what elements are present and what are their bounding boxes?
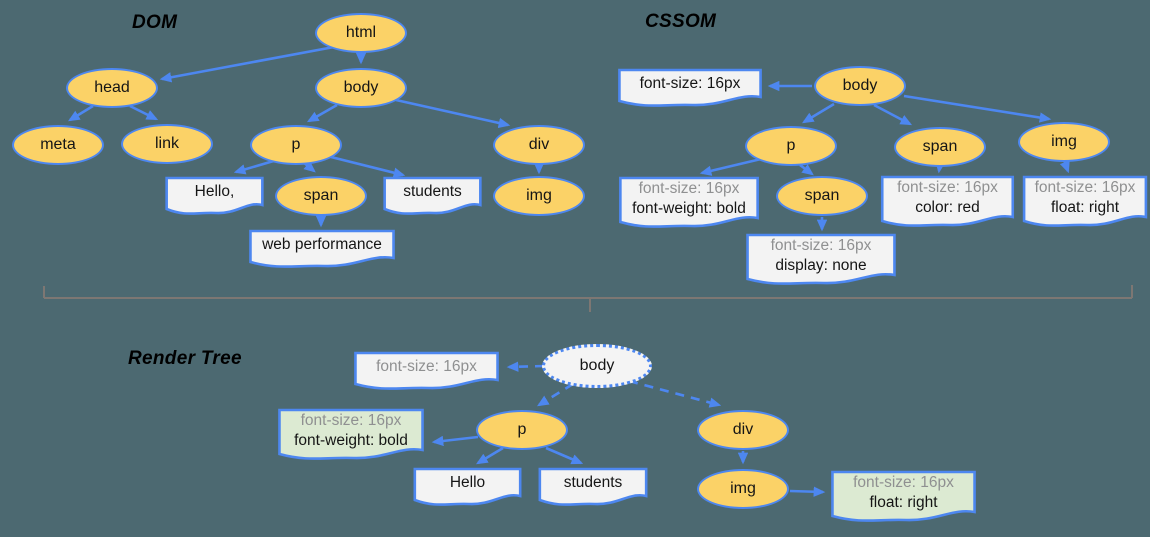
section-divider (43, 285, 1133, 312)
render-tree-arrows (431, 361, 826, 497)
css-rule: font-size: 16px (300, 411, 402, 429)
dom-node-body: body (315, 68, 407, 108)
document-shape (277, 408, 425, 463)
css-rule: font-size: 16px (376, 358, 477, 375)
dom-tree-arrows (68, 45, 545, 228)
render-styles-p: font-size: 16px font-weight: bold (277, 408, 425, 463)
cssom-rules-span-in-p: font-size: 16px display: none (745, 233, 897, 288)
css-rule: font-size: 16px (639, 75, 741, 92)
document-shape (880, 175, 1015, 230)
cssom-node-body: body (814, 66, 906, 106)
cssom-node-span-in-p: span (776, 176, 868, 216)
render-textnode-students: students (538, 467, 648, 509)
cssom-rules-p: font-size: 16px font-weight: bold (618, 176, 760, 231)
document-shape (383, 176, 482, 218)
dom-textnode-hello: Hello, (165, 176, 264, 218)
document-shape (353, 351, 500, 393)
dom-section-title: DOM (132, 12, 178, 33)
cssom-rules-img: font-size: 16px float: right (1022, 175, 1148, 230)
css-rule: font-size: 16px (897, 178, 998, 196)
render-node-p: p (476, 410, 568, 450)
document-shape (1022, 175, 1148, 230)
document-shape (248, 229, 396, 271)
document-shape (617, 68, 763, 110)
cssom-tree-arrows (699, 80, 1070, 232)
cssom-rules-body: font-size: 16px (617, 68, 763, 110)
dom-textnode-web-performance: web performance (248, 229, 396, 271)
dom-node-head: head (66, 68, 158, 108)
render-node-body: body (542, 344, 652, 388)
text-label: web performance (262, 236, 382, 253)
render-node-img: img (697, 469, 789, 509)
document-shape (538, 467, 648, 509)
dom-node-html: html (315, 13, 407, 53)
document-shape (413, 467, 522, 509)
text-label: students (403, 183, 462, 200)
dom-node-span: span (275, 176, 367, 216)
document-shape (830, 470, 977, 525)
css-rule: font-size: 16px (853, 473, 954, 491)
document-shape (745, 233, 897, 288)
render-styles-img: font-size: 16px float: right (830, 470, 977, 525)
dom-textnode-students: students (383, 176, 482, 218)
text-label: Hello, (194, 183, 235, 200)
render-section-title: Render Tree (128, 348, 242, 369)
render-styles-body: font-size: 16px (353, 351, 500, 393)
render-node-div: div (697, 410, 789, 450)
css-rule: float: right (1050, 198, 1120, 216)
render-textnode-hello: Hello (413, 467, 522, 509)
css-rule: font-size: 16px (1034, 178, 1136, 196)
css-rule: display: none (775, 256, 867, 274)
css-rule: float: right (869, 493, 938, 511)
document-shape (165, 176, 264, 218)
css-rule: font-weight: bold (294, 431, 408, 449)
text-label: students (563, 474, 623, 491)
css-rule: color: red (915, 198, 980, 216)
css-rule: font-size: 16px (638, 179, 740, 197)
cssom-node-span: span (894, 127, 986, 167)
dom-node-img: img (493, 176, 585, 216)
dom-node-link: link (121, 124, 213, 164)
dom-node-div: div (493, 125, 585, 165)
cssom-section-title: CSSOM (645, 11, 717, 32)
cssom-node-img: img (1018, 122, 1110, 162)
document-shape (618, 176, 760, 231)
css-rule: font-weight: bold (632, 199, 746, 217)
css-rule: font-size: 16px (770, 236, 872, 254)
dom-node-meta: meta (12, 125, 104, 165)
text-label: Hello (449, 474, 486, 491)
cssom-node-p: p (745, 126, 837, 166)
cssom-rules-span: font-size: 16px color: red (880, 175, 1015, 230)
dom-node-p: p (250, 125, 342, 165)
